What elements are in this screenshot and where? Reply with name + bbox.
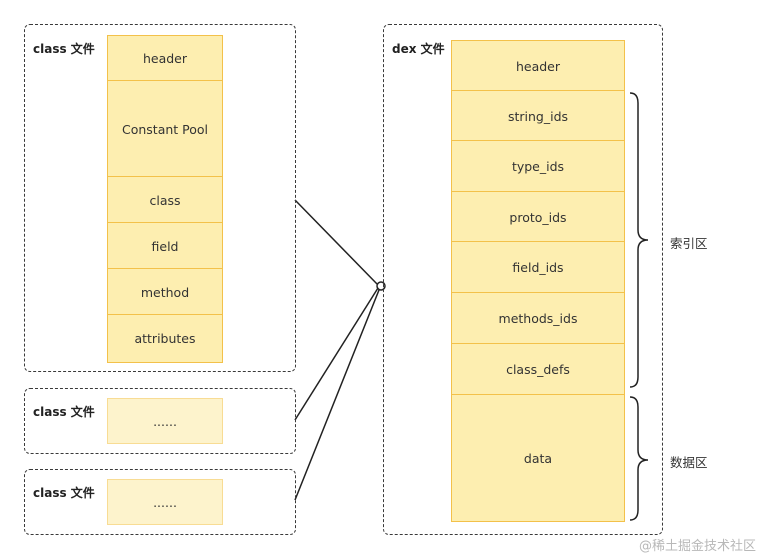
index-area-brace [629, 92, 649, 388]
connector-line-main-class [294, 199, 379, 286]
dex-file-label: dex 文件 [392, 42, 445, 56]
data-area-label: 数据区 [670, 455, 708, 470]
watermark: @稀土掘金技术社区 [638, 539, 756, 554]
dex-section-methods-ids: methods_ids [451, 292, 625, 345]
dex-section-header: header [451, 40, 625, 92]
class-file-2-content: ...... [107, 398, 223, 444]
class-section-method: method [107, 268, 223, 316]
class-file-2-group [24, 388, 296, 454]
class-section-field: field [107, 222, 223, 270]
dex-section-field-ids: field_ids [451, 241, 625, 294]
dex-file-stack: header string_ids type_ids proto_ids fie… [451, 40, 625, 522]
data-area-brace [629, 396, 649, 521]
class-file-main-group [24, 24, 296, 372]
class-file-3-content: ...... [107, 479, 223, 525]
class-section-attributes: attributes [107, 314, 223, 363]
class-file-2-label: class 文件 [33, 405, 95, 419]
class-section-header: header [107, 35, 223, 82]
class-file-main-stack: header Constant Pool class field method … [107, 35, 223, 363]
connector-line-class-3 [294, 289, 380, 501]
dex-section-class-defs: class_defs [451, 343, 625, 396]
class-file-3-label: class 文件 [33, 486, 95, 500]
dex-section-data: data [451, 394, 625, 522]
index-area-label: 索引区 [670, 236, 708, 251]
dex-section-type-ids: type_ids [451, 140, 625, 193]
class-section-constant-pool: Constant Pool [107, 80, 223, 178]
class-file-3-group [24, 469, 296, 535]
dex-section-proto-ids: proto_ids [451, 191, 625, 243]
dex-file-group [383, 24, 663, 535]
class-section-class: class [107, 176, 223, 224]
dex-section-string-ids: string_ids [451, 90, 625, 142]
class-file-main-label: class 文件 [33, 42, 95, 56]
connector-line-class-2 [294, 287, 379, 421]
